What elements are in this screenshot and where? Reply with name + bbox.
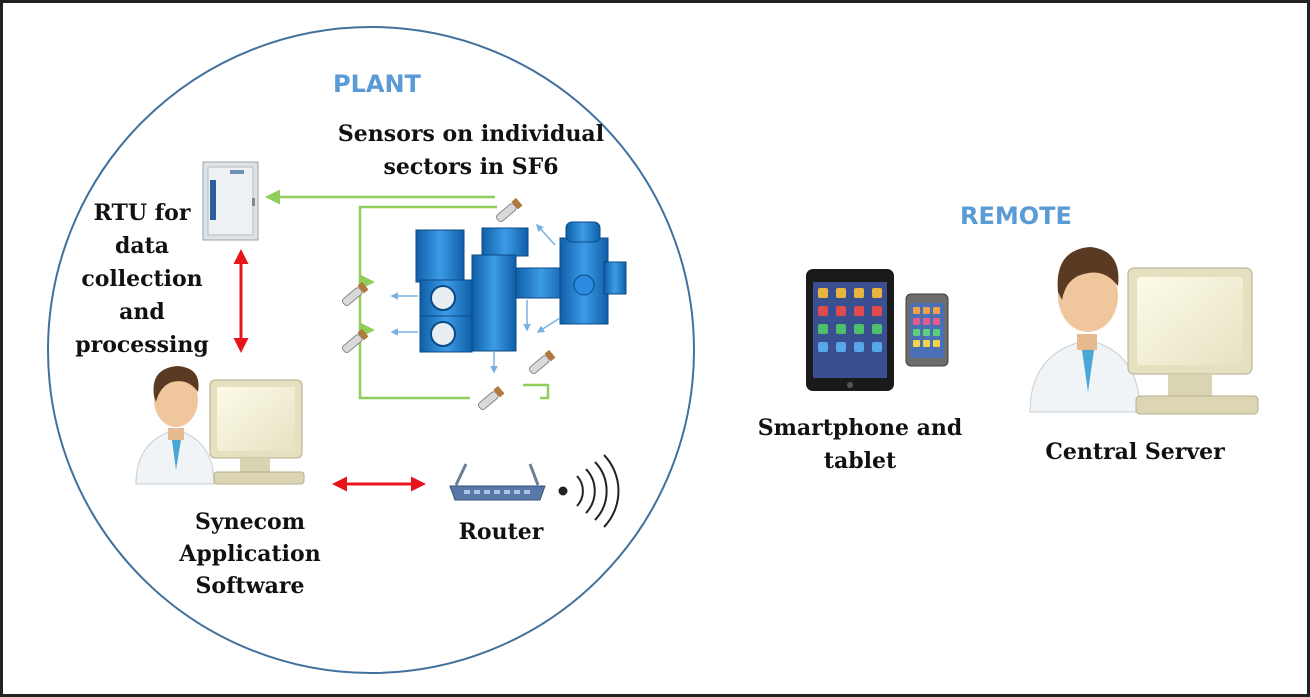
central-server-workstation-icon <box>1127 267 1259 415</box>
plant-workstation-icon <box>209 379 305 485</box>
sensors-label-line: sectors in SF6 <box>383 154 559 180</box>
router-icon <box>449 463 546 501</box>
plant-boundary-circle <box>47 26 695 674</box>
rtu-label-line: collection <box>81 266 203 292</box>
devices-label: Smartphone and tablet <box>740 412 980 478</box>
plant-operator-icon <box>135 366 215 485</box>
devices-label-line: Smartphone and <box>757 415 963 441</box>
rtu-cabinet-icon <box>202 161 259 241</box>
rtu-label-line: and <box>119 299 165 325</box>
remote-heading: REMOTE <box>960 202 1072 230</box>
sensor-feedback-lines <box>265 189 550 400</box>
plant-heading: PLANT <box>333 70 421 98</box>
sensor-probe-icons <box>341 197 556 411</box>
smartphone-icon <box>905 293 949 367</box>
software-label-line: Application <box>179 541 321 567</box>
wireless-signal-icon <box>558 454 620 528</box>
rtu-label-line: data <box>114 233 170 259</box>
software-label-line: Software <box>195 573 305 599</box>
software-label-line: Synecom <box>194 509 305 535</box>
router-label: Router <box>458 519 544 545</box>
devices-label-line: tablet <box>823 448 897 474</box>
central-server-label: Central Server <box>1045 439 1225 465</box>
sensors-label: Sensors on individual sectors in SF6 <box>332 118 610 184</box>
rtu-label: RTU for data collection and processing <box>66 197 218 362</box>
rtu-label-line: RTU for <box>93 200 191 226</box>
gas-flow-arrows <box>390 223 561 374</box>
rtu-label-line: processing <box>75 332 209 358</box>
sf6-switchgear-icon <box>415 221 627 353</box>
server-operator-icon <box>1029 247 1141 413</box>
software-label: Synecom Application Software <box>170 506 330 602</box>
sensors-label-line: Sensors on individual <box>337 121 605 147</box>
tablet-icon <box>806 269 894 391</box>
